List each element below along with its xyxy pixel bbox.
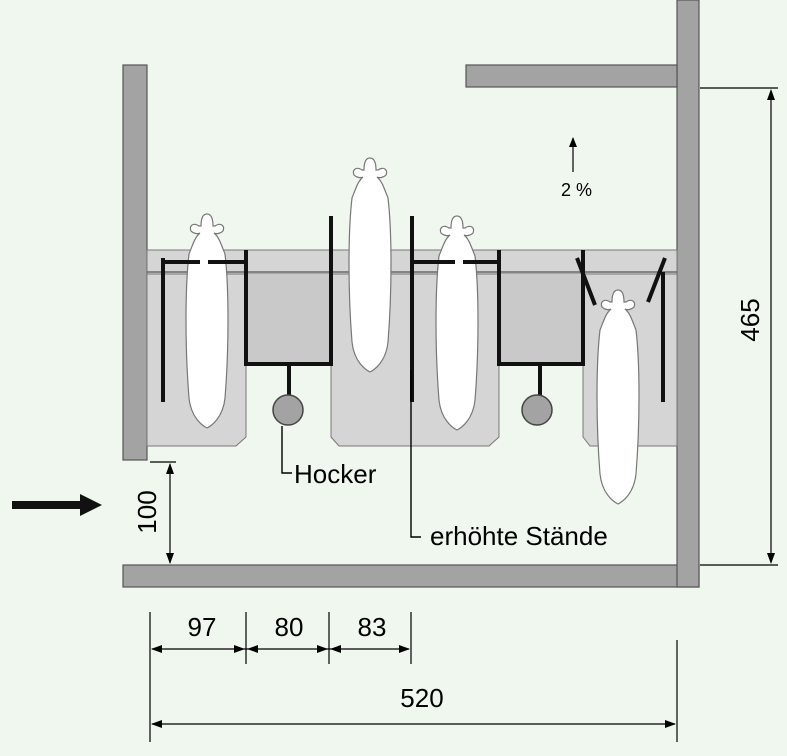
height-total-label: 465	[735, 298, 765, 341]
width-total-label: 520	[400, 683, 443, 713]
staende-label: erhöhte Stände	[430, 521, 608, 551]
dung-channel-1	[246, 274, 331, 364]
height-entrance-label: 100	[132, 490, 162, 533]
width-chain-dim	[149, 612, 678, 742]
left-wall	[122, 64, 148, 461]
height-entrance-dim	[150, 461, 176, 564]
dung-channel-2	[499, 274, 583, 364]
right-wall	[676, 0, 700, 588]
slope-label: 2 %	[561, 180, 592, 200]
stool-circle-icon	[521, 394, 553, 426]
entrance-arrow-right-icon	[12, 494, 102, 516]
stall-dividers	[161, 216, 667, 402]
height-total-dim	[700, 87, 778, 566]
hocker-label: Hocker	[294, 459, 377, 489]
cow-icon	[596, 289, 640, 505]
cow-icon	[185, 213, 229, 429]
stool-circle-icon	[272, 394, 304, 426]
staende-leader	[410, 370, 421, 538]
cow-icon	[435, 215, 479, 431]
bottom-wall	[122, 564, 700, 588]
hocker-leader	[281, 426, 292, 474]
width-1-label: 97	[188, 612, 217, 642]
top-wall-segment	[465, 64, 678, 88]
cow-icon	[348, 157, 392, 373]
width-2-label: 80	[275, 612, 304, 642]
width-3-label: 83	[358, 612, 387, 642]
